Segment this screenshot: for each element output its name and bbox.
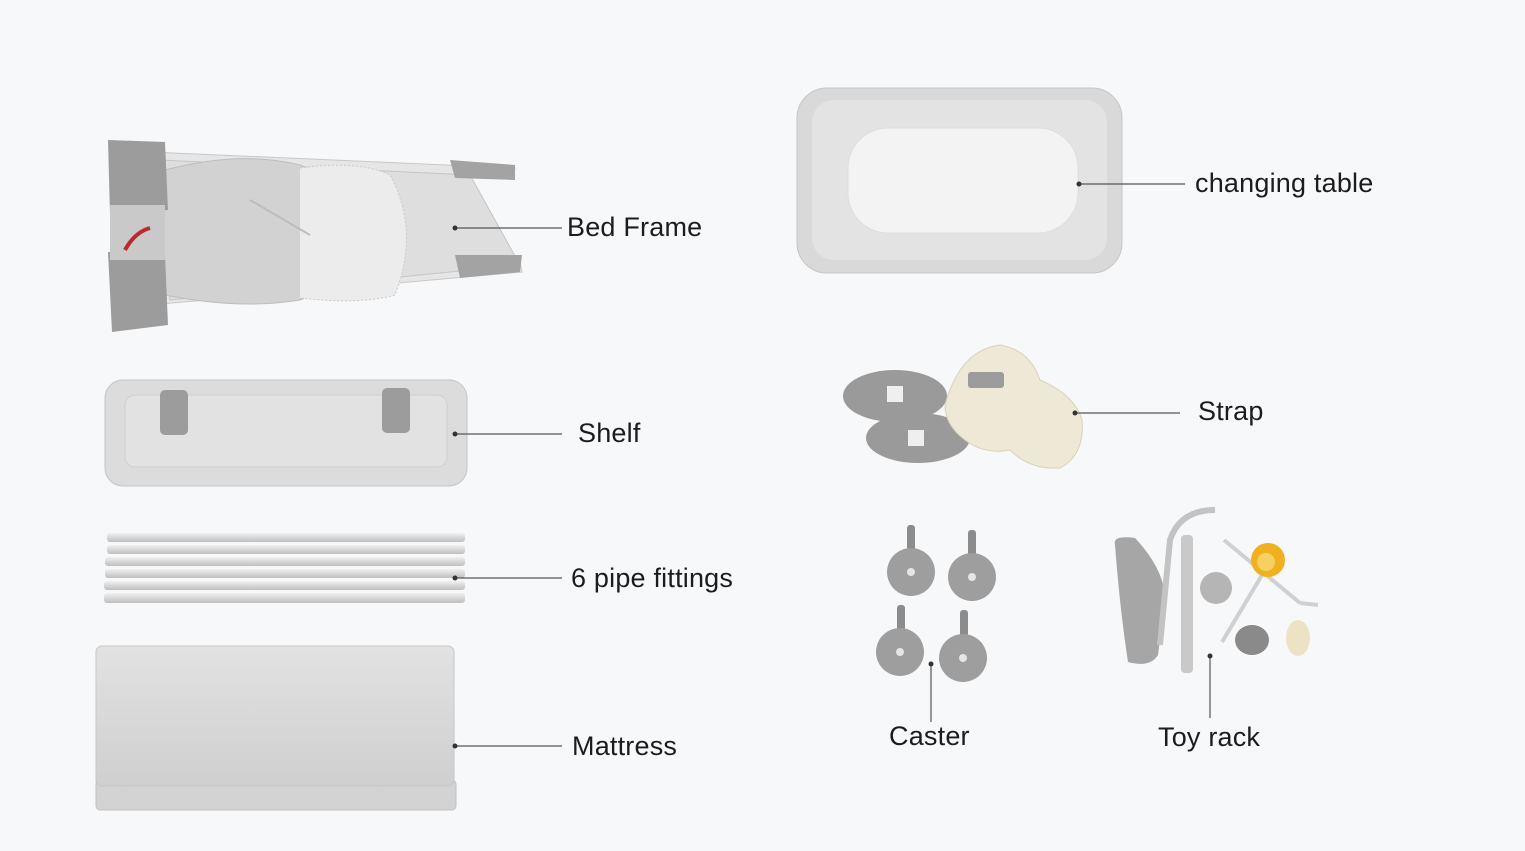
- pipe-fittings-label: 6 pipe fittings: [571, 563, 734, 593]
- caster-image: [876, 525, 996, 682]
- caster-4: [939, 610, 987, 682]
- caster-1: [887, 525, 935, 596]
- toy-rack-image: [1114, 507, 1319, 673]
- leader-lines: [452, 181, 1213, 749]
- strap-image: [843, 344, 1083, 469]
- changing-table-image: [796, 87, 1123, 274]
- mattress-label: Mattress: [572, 731, 678, 761]
- shelf-image: [104, 379, 468, 487]
- toy-rack-label: Toy rack: [1158, 722, 1261, 752]
- bed-frame-image: [108, 140, 523, 332]
- mattress-image: [95, 645, 457, 811]
- strap-label: Strap: [1198, 396, 1264, 426]
- caster-label: Caster: [889, 721, 970, 751]
- changing-table-label: changing table: [1195, 168, 1374, 198]
- shelf-label: Shelf: [578, 418, 641, 448]
- caster-2: [948, 530, 996, 601]
- caster-3: [876, 605, 924, 676]
- bed-frame-label: Bed Frame: [567, 212, 703, 242]
- pipe-fittings-image: [104, 533, 465, 603]
